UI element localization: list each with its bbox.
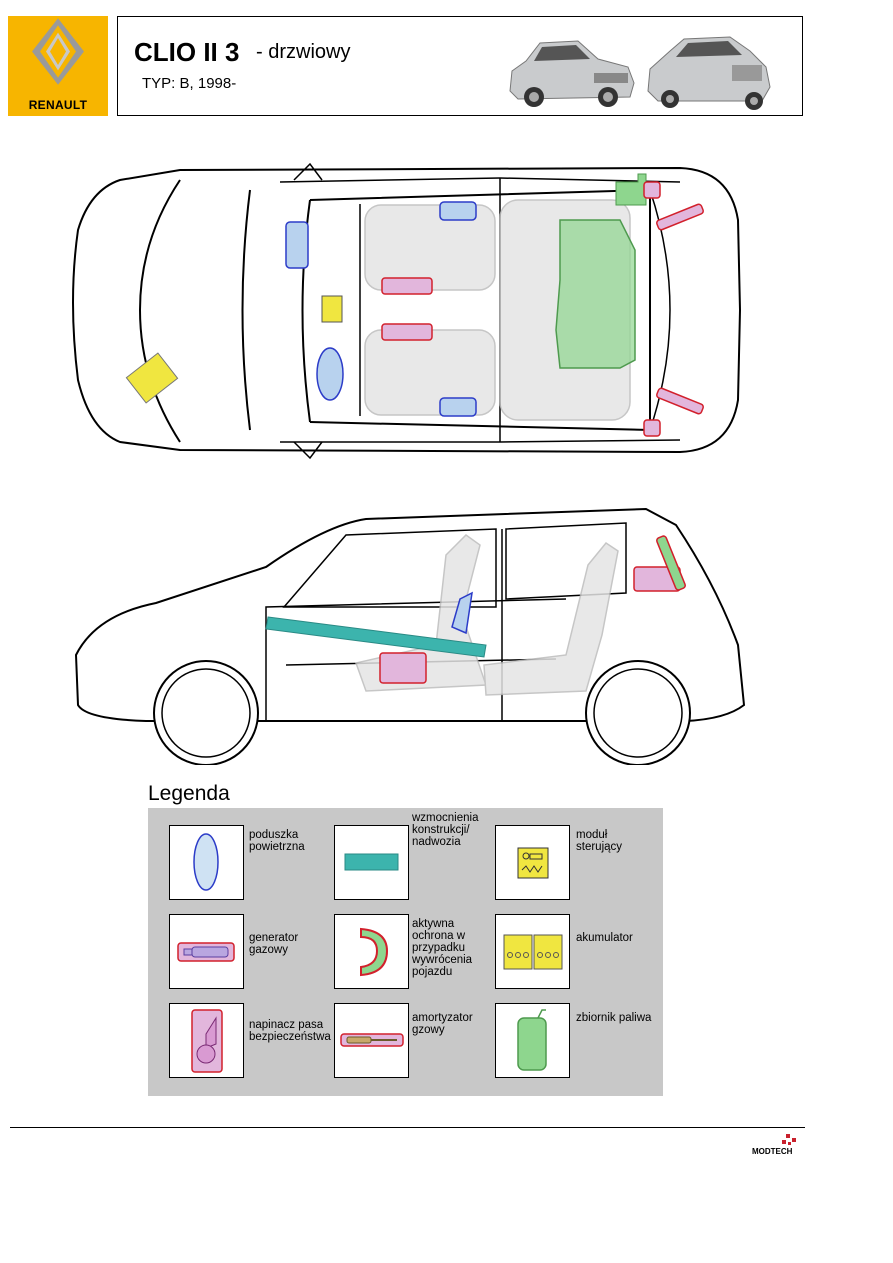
front-wheel (153, 660, 259, 765)
legend-label-airbag: poduszka powietrzna (249, 829, 305, 853)
model-variant: - drzwiowy (256, 41, 351, 63)
car-side-view (74, 507, 746, 765)
footer-divider (10, 1127, 805, 1128)
fuel-tank-icon (517, 1009, 547, 1071)
legend-label-fuel-tank: zbiornik paliwa (576, 1012, 652, 1024)
legend-cell-airbag (169, 825, 244, 900)
legend-label-reinforcement: wzmocnienia konstrukcji/ nadwozia (412, 812, 479, 848)
legend-panel: poduszka powietrzna wzmocnienia konstruk… (148, 808, 663, 1096)
legend-cell-battery (495, 914, 570, 989)
legend-label-gas-generator: generator gazowy (249, 932, 299, 956)
legend-cell-belt-tensioner (169, 1003, 244, 1078)
legend-cell-gas-strut (334, 1003, 409, 1078)
gas-strut-icon (340, 1033, 404, 1047)
legend-label-control-module: moduł sterujący (576, 829, 623, 853)
renault-diamond-icon (32, 18, 84, 85)
legend-cell-gas-generator (169, 914, 244, 989)
model-title: CLIO II 3 (134, 37, 240, 67)
battery-icon (503, 934, 563, 970)
airbag-icon (193, 833, 219, 891)
renault-logo: RENAULT (8, 16, 108, 116)
legend-cell-fuel-tank (495, 1003, 570, 1078)
svg-text:MODTECH: MODTECH (752, 1147, 793, 1156)
model-type: TYP: B, 1998- (142, 75, 237, 92)
car-top-view (72, 162, 742, 460)
header: CLIO II 3 - drzwiowy TYP: B, 1998- (117, 16, 803, 116)
legend-label-rollover-protection: aktywna ochrona w przypadku wywrócenia p… (412, 918, 473, 978)
rollover-protection-icon (360, 927, 389, 977)
legend-cell-reinforcement (334, 825, 409, 900)
reinforcement-icon (344, 853, 399, 871)
legend-cell-rollover-protection (334, 914, 409, 989)
car-photos (509, 36, 771, 110)
brand-name: RENAULT (28, 98, 88, 112)
legend-title: Legenda (148, 782, 230, 805)
legend-label-battery: akumulator (576, 932, 633, 944)
car-photo-rear (647, 36, 771, 110)
legend-label-gas-strut: amortyzator gzowy (412, 1012, 473, 1036)
car-photo-front (509, 40, 635, 107)
control-module-icon (517, 847, 549, 879)
belt-tensioner-icon (191, 1009, 223, 1073)
legend-label-belt-tensioner: napinacz pasa bezpieczeństwa (249, 1019, 331, 1043)
legend-cell-control-module (495, 825, 570, 900)
rear-wheel (585, 660, 691, 765)
gas-generator-icon (177, 942, 235, 962)
modtech-logo: MODTECH (752, 1134, 796, 1156)
